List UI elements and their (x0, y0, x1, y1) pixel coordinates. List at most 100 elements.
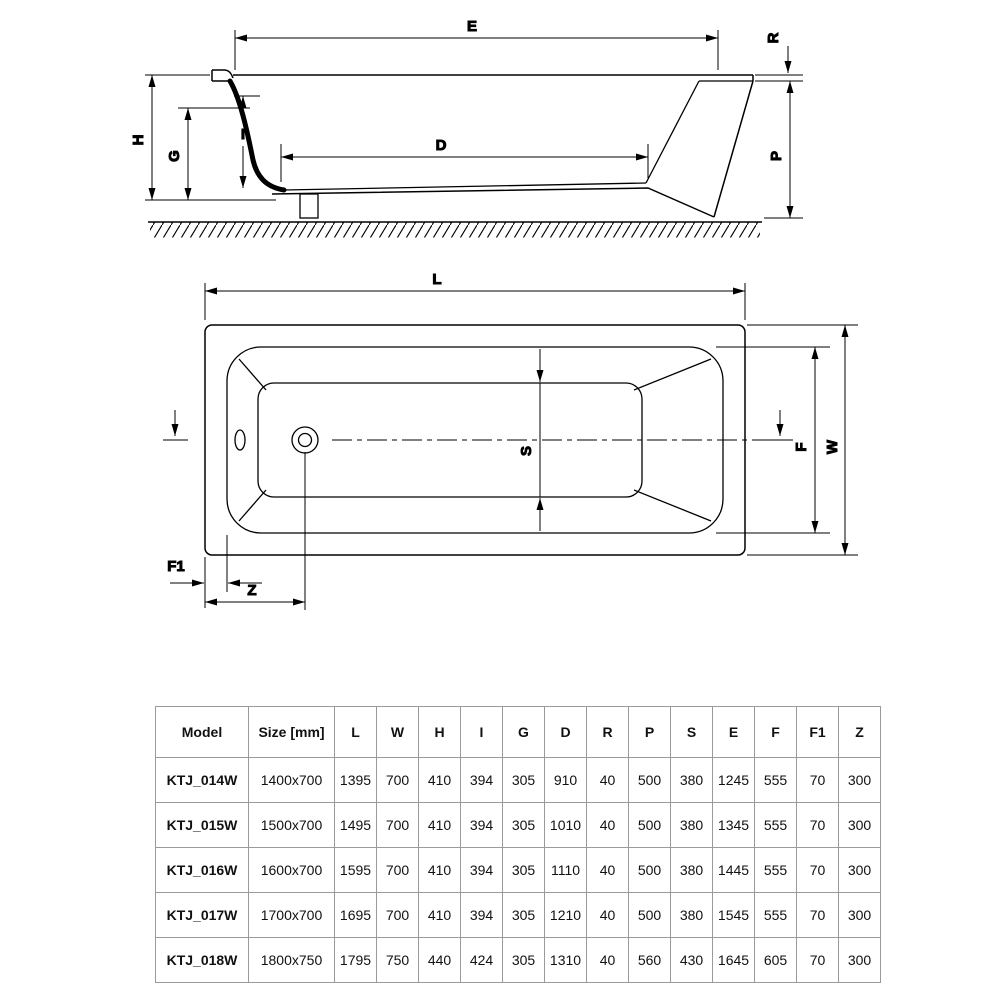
value-cell: 1345 (712, 802, 755, 848)
model-cell: KTJ_017W (155, 892, 249, 938)
dimension-label-I: I (241, 126, 245, 143)
value-cell: 70 (796, 802, 839, 848)
value-cell: 410 (418, 757, 461, 803)
table-header-cell: Z (838, 706, 881, 758)
dimension-I: I (234, 95, 260, 188)
value-cell: 305 (502, 937, 545, 983)
value-cell: 555 (754, 892, 797, 938)
dimension-S: S (518, 349, 544, 531)
model-cell: KTJ_014W (155, 757, 249, 803)
drain (291, 426, 319, 454)
value-cell: 1645 (712, 937, 755, 983)
table-header-cell: Size [mm] (248, 706, 335, 758)
dimension-label-F1: F1 (167, 558, 185, 575)
value-cell: 500 (628, 847, 671, 893)
value-cell: 410 (418, 802, 461, 848)
dimension-G: G (166, 107, 250, 200)
dimension-label-H: H (130, 135, 147, 146)
value-cell: 424 (460, 937, 503, 983)
value-cell: 410 (418, 847, 461, 893)
value-cell: 70 (796, 892, 839, 938)
value-cell: 1695 (334, 892, 377, 938)
value-cell: 70 (796, 757, 839, 803)
dimension-label-W: W (824, 439, 841, 454)
value-cell: 1310 (544, 937, 587, 983)
value-cell: 1545 (712, 892, 755, 938)
value-cell: 500 (628, 892, 671, 938)
value-cell: 1395 (334, 757, 377, 803)
value-cell: 70 (796, 937, 839, 983)
table-header-cell: E (712, 706, 755, 758)
value-cell: 1010 (544, 802, 587, 848)
dimension-D: D (280, 137, 649, 182)
value-cell: 1795 (334, 937, 377, 983)
dimension-label-R: R (765, 32, 782, 43)
axis-marker-left (163, 410, 188, 441)
value-cell: 380 (670, 757, 713, 803)
value-cell: 305 (502, 802, 545, 848)
value-cell: 430 (670, 937, 713, 983)
table-header-cell: D (544, 706, 587, 758)
model-cell: KTJ_016W (155, 847, 249, 893)
bathtub-technical-drawing: E R H G (130, 18, 858, 610)
value-cell: 555 (754, 757, 797, 803)
value-cell: 910 (544, 757, 587, 803)
support-leg (299, 193, 319, 219)
value-cell: 1210 (544, 892, 587, 938)
axis-marker-right (768, 410, 793, 441)
value-cell: 40 (586, 847, 629, 893)
dimension-P: P (755, 80, 803, 219)
value-cell: 555 (754, 847, 797, 893)
value-cell: 300 (838, 847, 881, 893)
value-cell: 300 (838, 892, 881, 938)
ground-hatching (148, 221, 762, 238)
dimension-label-F: F (793, 442, 810, 451)
value-cell: 394 (460, 802, 503, 848)
value-cell: 1245 (712, 757, 755, 803)
table-header-cell: F1 (796, 706, 839, 758)
table-header-cell: I (460, 706, 503, 758)
value-cell: 70 (796, 847, 839, 893)
value-cell: 305 (502, 757, 545, 803)
value-cell: 40 (586, 892, 629, 938)
table-header-cell: H (418, 706, 461, 758)
value-cell: 1700x700 (248, 892, 335, 938)
value-cell: 440 (418, 937, 461, 983)
value-cell: 40 (586, 937, 629, 983)
dimension-W: W (747, 324, 858, 556)
value-cell: 394 (460, 757, 503, 803)
dimension-label-D: D (436, 137, 447, 154)
dimension-label-G: G (166, 150, 183, 162)
table-header-cell: P (628, 706, 671, 758)
value-cell: 1500x700 (248, 802, 335, 848)
value-cell: 1400x700 (248, 757, 335, 803)
value-cell: 1445 (712, 847, 755, 893)
table-header-cell: G (502, 706, 545, 758)
dimension-F1: F1 (167, 535, 262, 608)
dimension-label-L: L (432, 271, 441, 288)
value-cell: 300 (838, 937, 881, 983)
tub-wall-section (227, 78, 287, 193)
value-cell: 40 (586, 802, 629, 848)
value-cell: 700 (376, 757, 419, 803)
value-cell: 1800x750 (248, 937, 335, 983)
dimension-label-Z: Z (247, 582, 256, 599)
dimension-F: F (716, 346, 830, 534)
model-cell: KTJ_015W (155, 802, 249, 848)
dimension-L: L (204, 271, 746, 320)
model-cell: KTJ_018W (155, 937, 249, 983)
dimension-Z: Z (205, 452, 306, 610)
table-header-cell: W (376, 706, 419, 758)
value-cell: 700 (376, 802, 419, 848)
value-cell: 305 (502, 847, 545, 893)
table-header-cell: L (334, 706, 377, 758)
value-cell: 300 (838, 757, 881, 803)
value-cell: 1110 (544, 847, 587, 893)
top-view: L S F W (163, 271, 858, 610)
table-header-cell: R (586, 706, 629, 758)
